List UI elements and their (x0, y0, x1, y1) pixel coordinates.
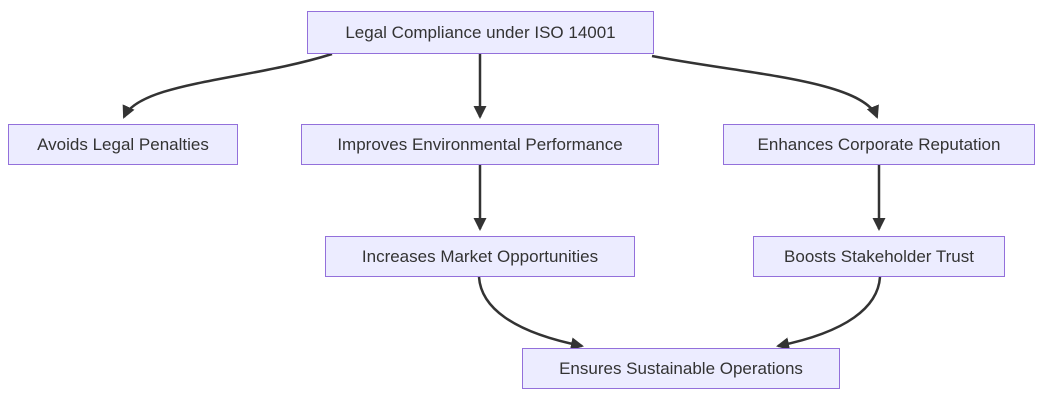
edge-market-to-sustainable (477, 276, 584, 351)
node-enhances-corporate-reputation: Enhances Corporate Reputation (723, 124, 1035, 165)
node-label: Improves Environmental Performance (337, 134, 623, 154)
node-increases-market-opportunities: Increases Market Opportunities (325, 236, 635, 277)
node-label: Avoids Legal Penalties (37, 134, 209, 154)
edge-root-to-reputation (651, 54, 879, 119)
node-improves-environmental-performance: Improves Environmental Performance (301, 124, 659, 165)
node-label: Increases Market Opportunities (361, 246, 599, 266)
node-ensures-sustainable-operations: Ensures Sustainable Operations (522, 348, 840, 389)
node-boosts-stakeholder-trust: Boosts Stakeholder Trust (753, 236, 1005, 277)
edge-root-to-penalties (122, 52, 333, 119)
node-label: Legal Compliance under ISO 14001 (345, 22, 616, 42)
node-label: Enhances Corporate Reputation (757, 134, 1001, 154)
edge-trust-to-sustainable (776, 276, 882, 351)
node-legal-compliance: Legal Compliance under ISO 14001 (307, 11, 654, 54)
node-avoids-legal-penalties: Avoids Legal Penalties (8, 124, 238, 165)
node-label: Boosts Stakeholder Trust (784, 246, 974, 266)
node-label: Ensures Sustainable Operations (559, 358, 803, 378)
